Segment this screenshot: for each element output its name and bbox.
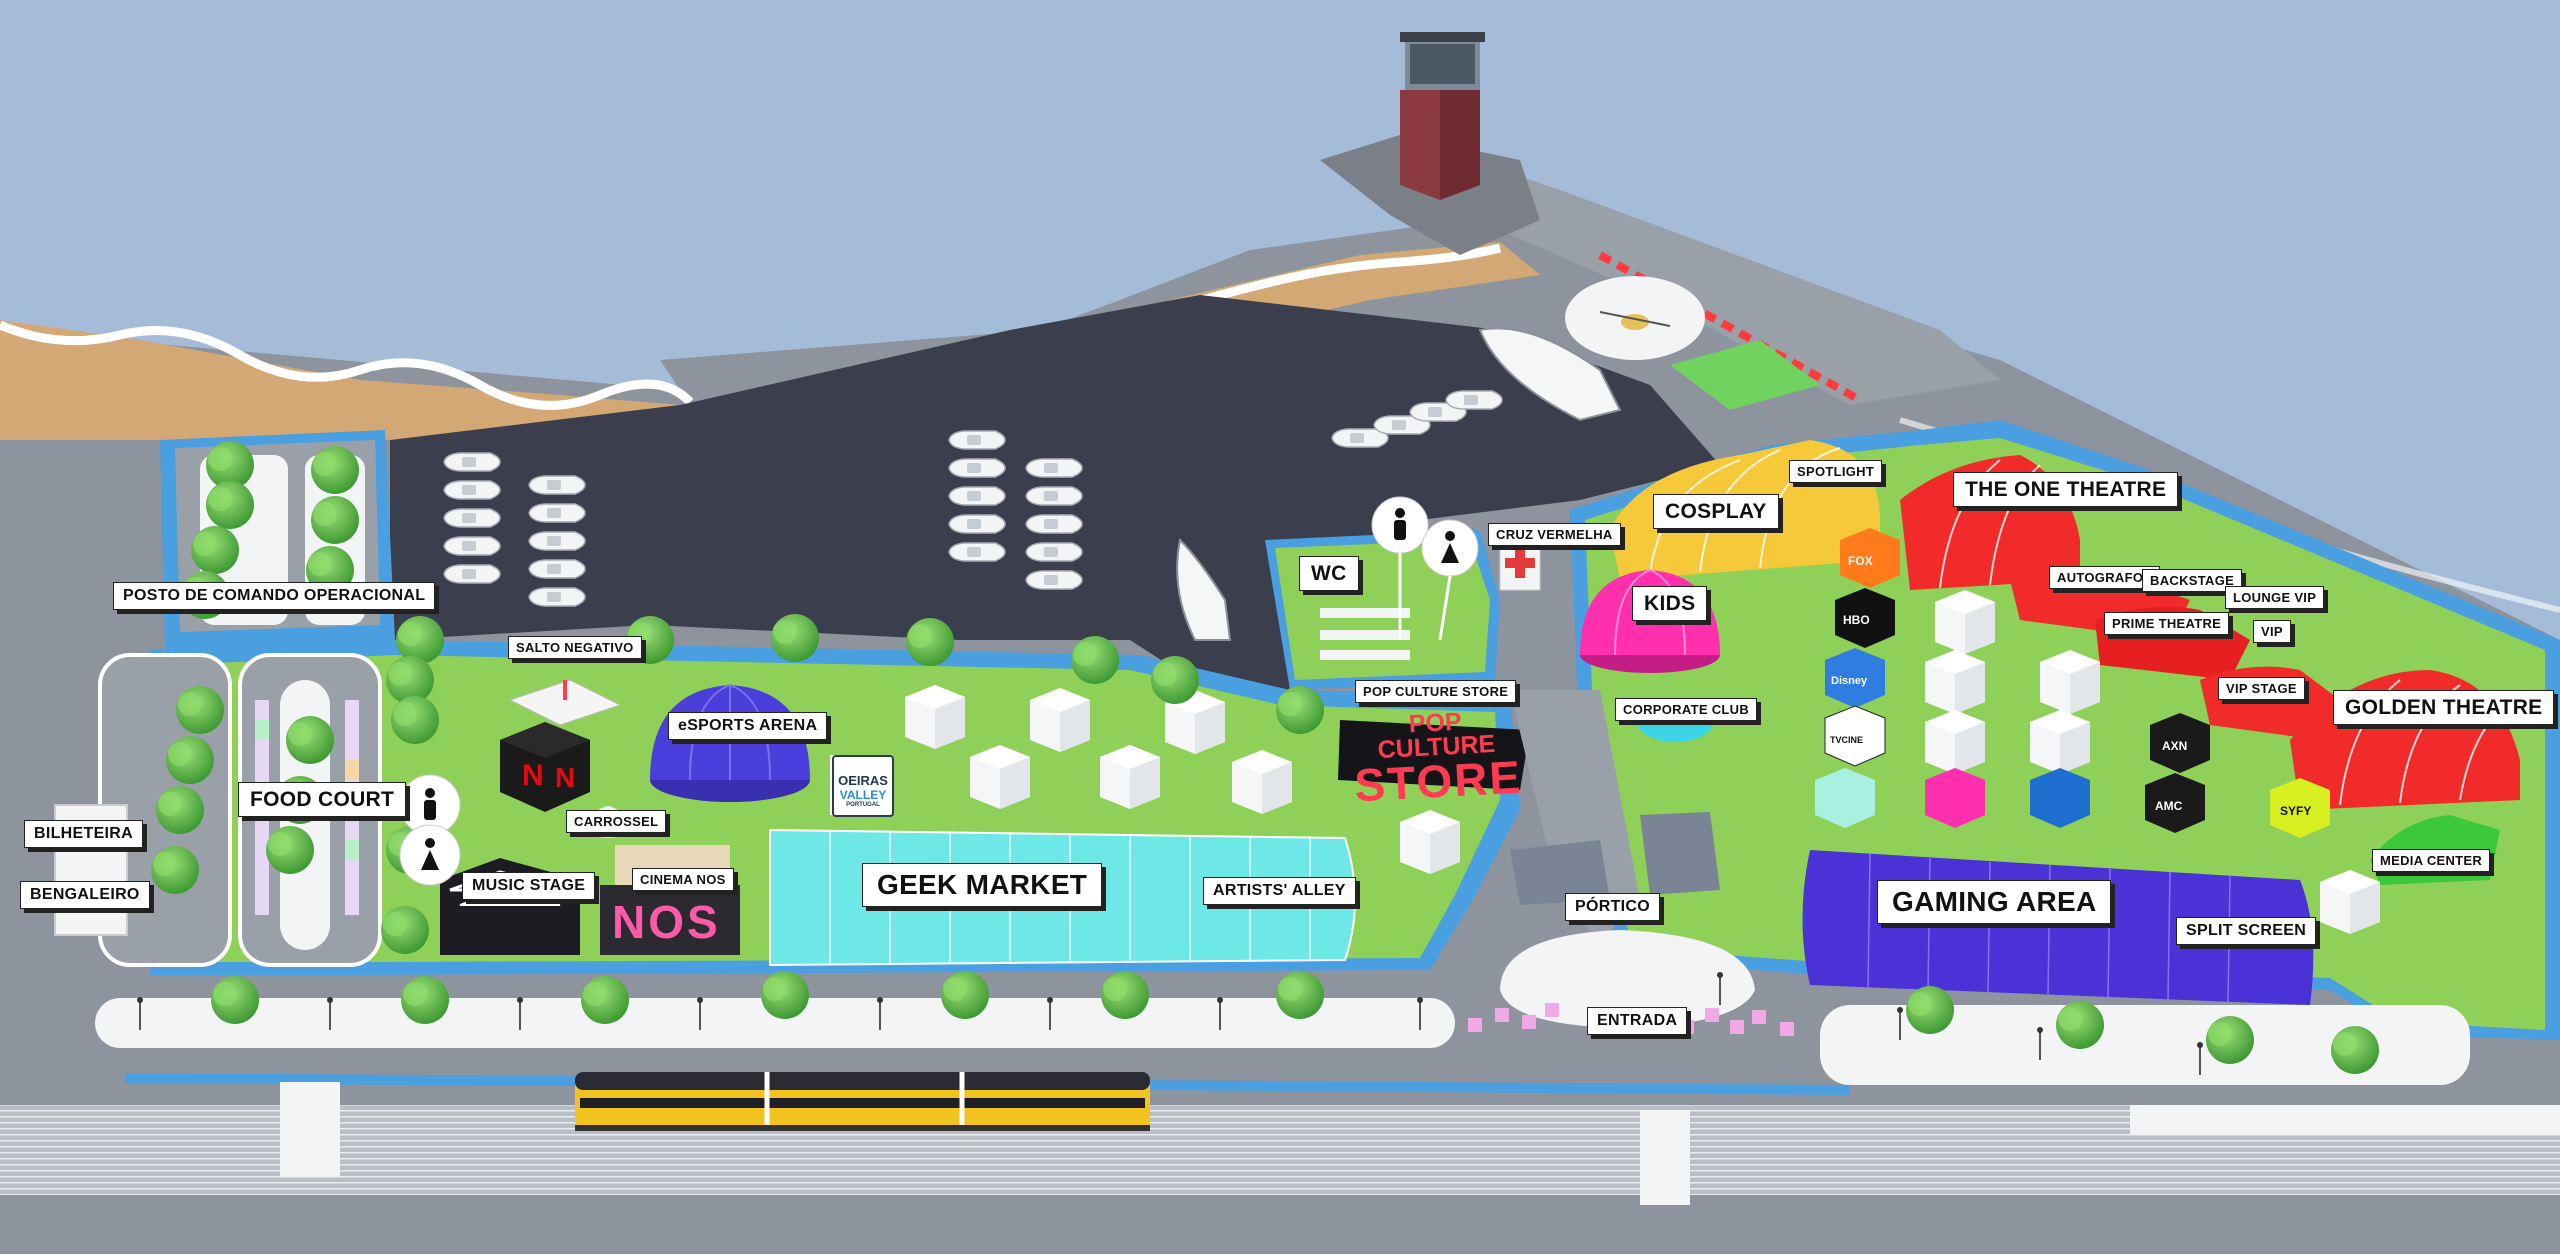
surf-left — [0, 320, 694, 410]
netflix-cube: N N — [500, 722, 590, 812]
label-artists-alley[interactable]: ARTISTS' ALLEY — [1203, 877, 1356, 905]
lighthouse — [1400, 32, 1485, 200]
label-the-one-theatre[interactable]: THE ONE THEATRE — [1953, 472, 2179, 507]
axn-logo: AXN — [2162, 739, 2187, 753]
label-backstage[interactable]: BACKSTAGE — [2142, 569, 2243, 592]
hbo-logo: HBO — [1843, 613, 1870, 627]
restroom-male-icon — [424, 508, 1406, 820]
label-bengaleiro[interactable]: BENGALEIRO — [20, 881, 150, 909]
brand-cubes — [1815, 528, 2330, 838]
label-salto-negativo[interactable]: SALTO NEGATIVO — [508, 636, 642, 659]
label-carrossel[interactable]: CARROSSEL — [566, 810, 667, 833]
label-posto-comando[interactable]: POSTO DE COMANDO OPERACIONAL — [113, 582, 436, 610]
oeiras-valley-logo: OEIRAS VALLEY PORTUGAL — [832, 755, 894, 817]
label-entrada[interactable]: ENTRADA — [1587, 1007, 1688, 1035]
entrance-plaza — [1500, 930, 1755, 1028]
label-cosplay[interactable]: COSPLAY — [1653, 494, 1779, 529]
label-esports-arena[interactable]: eSPORTS ARENA — [668, 712, 828, 740]
oeiras-line2: VALLEY — [839, 788, 887, 802]
platforms — [280, 1082, 2560, 1205]
red-cross-icon — [1505, 548, 1535, 578]
label-prime-theatre[interactable]: PRIME THEATRE — [2104, 612, 2230, 635]
label-music-stage[interactable]: MUSIC STAGE — [462, 872, 596, 900]
syfy-logo: SYFY — [2280, 804, 2311, 818]
oeiras-line3: PORTUGAL — [846, 802, 880, 808]
sidewalk-east — [1820, 1005, 2470, 1085]
pop-culture-store-sign: POP CULTURE STORE — [1350, 708, 1525, 811]
fox-logo: FOX — [1848, 554, 1873, 568]
svg-text:N: N — [555, 762, 575, 793]
nos-logo: NOS — [612, 896, 721, 948]
label-wc[interactable]: WC — [1299, 556, 1359, 591]
label-media-center[interactable]: MEDIA CENTER — [2372, 849, 2491, 872]
label-split-screen[interactable]: SPLIT SCREEN — [2176, 917, 2317, 945]
disney-logo: Disney — [1831, 675, 1868, 687]
entry-road — [1510, 690, 1640, 940]
amc-logo: AMC — [2155, 799, 2183, 813]
label-kids[interactable]: KIDS — [1632, 586, 1708, 621]
portico — [1510, 812, 1720, 905]
marina-boats — [443, 327, 1622, 641]
label-lounge-vip[interactable]: LOUNGE VIP — [2225, 586, 2325, 609]
helipad-lawn — [1670, 340, 1820, 410]
tvcine-logo: TVCINE — [1830, 735, 1863, 745]
label-autografos[interactable]: AUTOGRAFOS — [2049, 566, 2161, 589]
label-geek-market[interactable]: GEEK MARKET — [862, 863, 1103, 907]
label-vip[interactable]: VIP — [2253, 620, 2291, 643]
beach-left — [0, 320, 680, 440]
netflix-logo-icon: N — [522, 759, 544, 792]
restroom-female-icon — [421, 531, 1459, 870]
label-cruz-vermelha[interactable]: CRUZ VERMELHA — [1488, 523, 1621, 546]
pop-culture-store — [1338, 720, 1530, 790]
store-sign-line2: STORE — [1353, 750, 1524, 811]
train-icon — [575, 1072, 1150, 1131]
helipad-icon — [1599, 311, 1671, 330]
label-vip-stage[interactable]: VIP STAGE — [2218, 677, 2305, 700]
label-portico[interactable]: PÓRTICO — [1565, 893, 1660, 921]
wc-benches — [1320, 608, 1410, 660]
label-pop-culture-store[interactable]: POP CULTURE STORE — [1355, 680, 1517, 703]
label-cinema-nos[interactable]: CINEMA NOS — [632, 868, 734, 891]
label-gaming-area[interactable]: GAMING AREA — [1877, 880, 2112, 924]
label-spotlight[interactable]: SPOTLIGHT — [1789, 460, 1883, 483]
label-bilheteira[interactable]: BILHETEIRA — [24, 820, 143, 848]
salto-negativo-structure — [508, 679, 622, 726]
label-corporate-club[interactable]: CORPORATE CLUB — [1615, 698, 1758, 721]
label-food-court[interactable]: FOOD COURT — [238, 782, 407, 817]
label-golden-theatre[interactable]: GOLDEN THEATRE — [2333, 690, 2555, 725]
oeiras-line1: OEIRAS — [838, 773, 888, 788]
